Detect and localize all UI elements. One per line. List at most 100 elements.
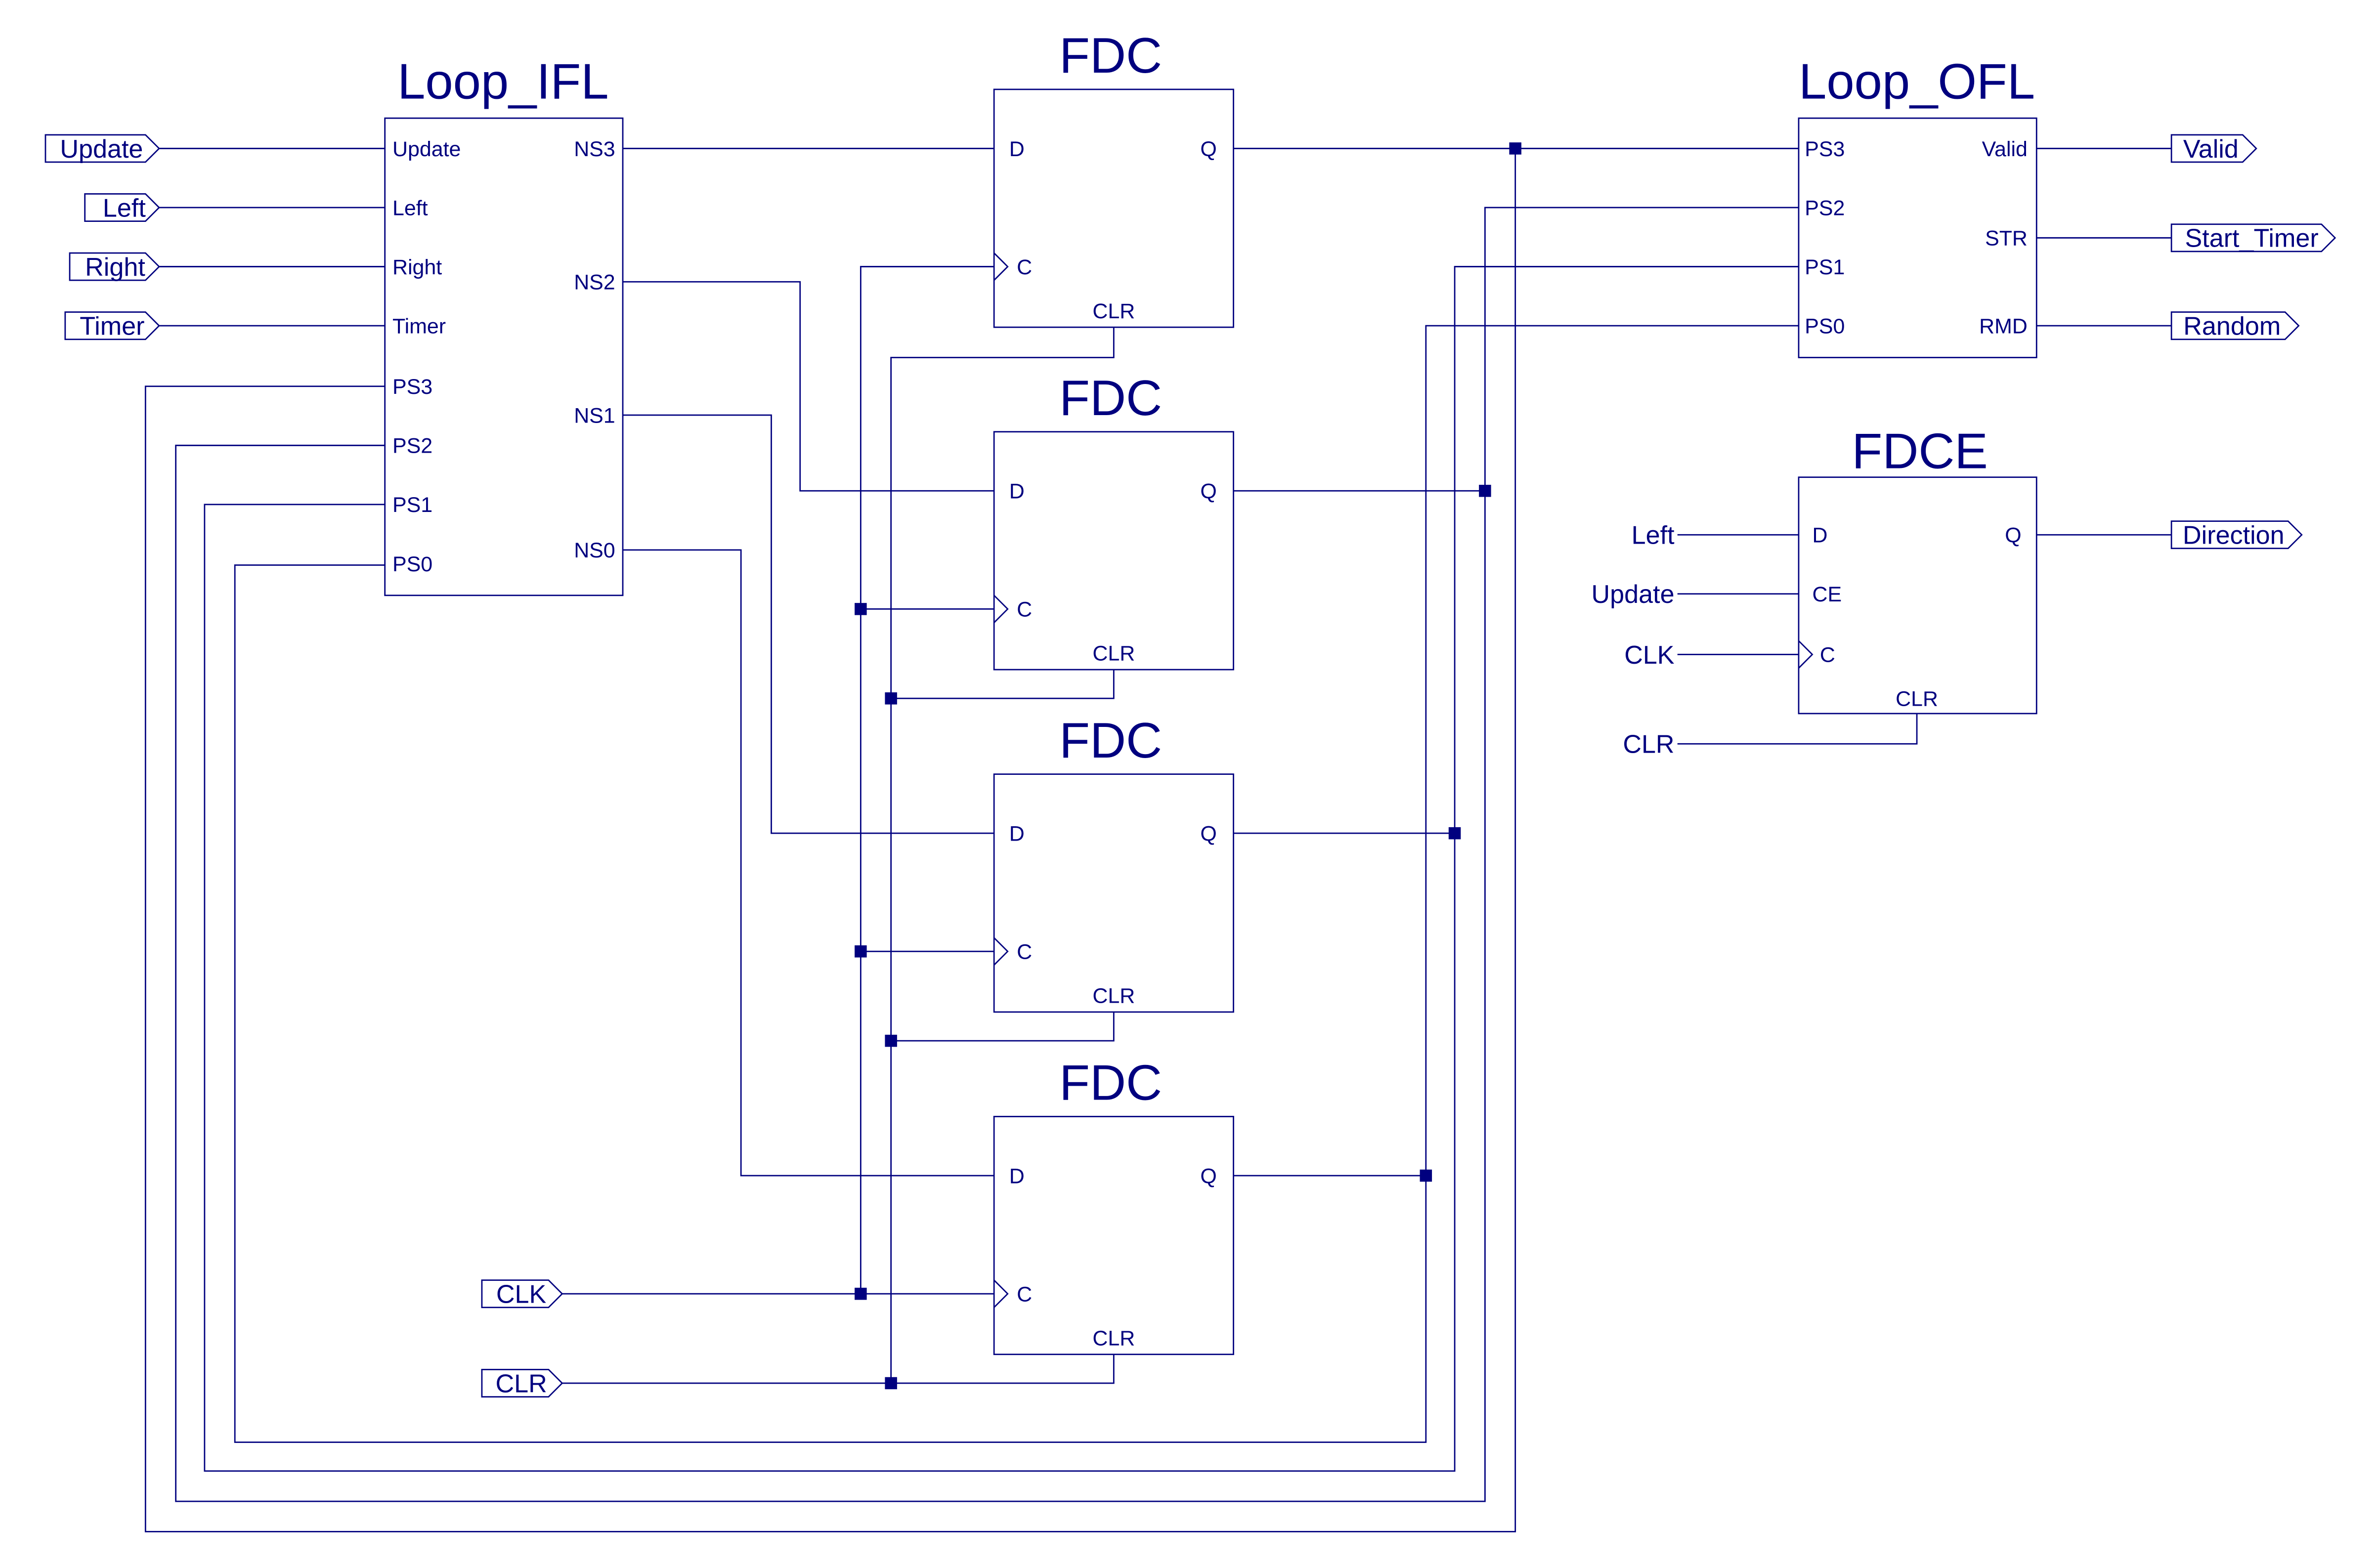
fdc-block-2[interactable]: FDC D Q C CLR [993, 370, 1234, 671]
loop-ofl-block[interactable]: Loop_OFL PS3 PS2 PS1 PS0 Valid STR RMD [1798, 53, 2037, 358]
pin-label: NS2 [574, 271, 615, 295]
pin-label: D [1009, 1164, 1025, 1188]
junction-dot [1448, 827, 1461, 840]
pin-label: C [1017, 255, 1032, 279]
pin-label: D [1813, 524, 1828, 548]
pin-label: NS0 [574, 539, 615, 562]
block-title: FDC [1059, 1055, 1162, 1111]
pin-label: CLR [1092, 984, 1135, 1008]
port-label: Valid [2183, 135, 2239, 164]
pin-label: Q [2005, 524, 2021, 548]
input-port-timer[interactable]: Timer [64, 311, 160, 341]
pin-label: PS2 [1805, 196, 1845, 220]
port-label: CLK [496, 1280, 547, 1309]
pin-label: Q [1200, 480, 1216, 504]
output-wires [2036, 148, 2172, 536]
net-label-left: Left [1632, 521, 1675, 550]
pin-label: RMD [1979, 314, 2028, 338]
clock-triangle-icon [994, 937, 1009, 966]
pin-label: NS3 [574, 137, 615, 161]
junction-dot [1420, 1169, 1432, 1182]
fdc-block-1[interactable]: FDC D Q C CLR [993, 713, 1234, 1013]
port-label: Right [85, 253, 145, 282]
output-port-valid[interactable]: Valid [2170, 134, 2257, 164]
pin-label: Update [392, 137, 461, 161]
input-wires [159, 148, 385, 327]
pin-label: PS1 [392, 493, 432, 517]
fdc-block-3[interactable]: FDC D Q C CLR [993, 28, 1234, 328]
clock-triangle-icon [994, 252, 1009, 281]
fdce-block[interactable]: FDCE D CE C Q CLR [1798, 423, 2037, 715]
port-label: Start_Timer [2185, 224, 2318, 253]
pin-label: NS1 [574, 404, 615, 427]
junction-dot [855, 603, 867, 615]
port-label: Random [2183, 312, 2281, 341]
clock-triangle-icon [1798, 640, 1814, 669]
block-title: FDC [1059, 28, 1162, 84]
pin-label: Q [1200, 822, 1216, 846]
pin-label: Timer [392, 314, 446, 338]
pin-label: Q [1200, 1164, 1216, 1188]
pin-label: Q [1200, 137, 1216, 161]
block-title: FDC [1059, 713, 1162, 768]
pin-label: C [1017, 598, 1032, 622]
junction-dot [1479, 485, 1491, 497]
pin-label: D [1009, 480, 1025, 504]
port-label: Left [103, 194, 146, 222]
pin-label: C [1017, 1282, 1032, 1306]
pin-label: CLR [1092, 299, 1135, 323]
output-port-direction[interactable]: Direction [2170, 520, 2303, 550]
pin-label: STR [1985, 227, 2028, 251]
output-port-random[interactable]: Random [2170, 311, 2300, 341]
junction-dot [1509, 142, 1521, 155]
block-title: Loop_IFL [397, 53, 608, 109]
net-label-update: Update [1592, 580, 1675, 609]
pin-label: CLR [1092, 1326, 1135, 1350]
fdce-input-nets: Left Update CLK CLR [1592, 521, 1918, 759]
port-label: Timer [80, 312, 144, 341]
clock-net [562, 266, 994, 1300]
loop-ifl-block[interactable]: Loop_IFL Update Left Right Timer PS3 PS2… [384, 53, 624, 596]
junction-dot [855, 1287, 867, 1300]
input-port-right[interactable]: Right [69, 252, 160, 282]
input-port-clr[interactable]: CLR [481, 1369, 563, 1398]
pin-label: C [1017, 940, 1032, 964]
pin-label: PS2 [392, 434, 432, 458]
junction-dot [885, 1034, 897, 1047]
pin-label: PS3 [392, 375, 432, 399]
next-state-wires [622, 148, 994, 1177]
present-state-nets [144, 142, 1799, 1532]
pin-label: PS1 [1805, 255, 1845, 279]
junction-dot [885, 692, 897, 705]
clear-net [562, 327, 1115, 1390]
pin-label: Right [392, 255, 442, 279]
pin-label: CE [1813, 583, 1842, 606]
fdc-block-0[interactable]: FDC D Q C CLR [993, 1055, 1234, 1356]
block-title: FDC [1059, 370, 1162, 426]
junction-dot [885, 1377, 897, 1390]
pin-label: Valid [1982, 137, 2028, 161]
pin-label: CLR [1896, 687, 1938, 711]
port-label: CLR [495, 1369, 547, 1398]
block-title: Loop_OFL [1799, 53, 2035, 109]
pin-label: D [1009, 137, 1025, 161]
pin-label: CLR [1092, 642, 1135, 666]
output-port-start-timer[interactable]: Start_Timer [2170, 223, 2336, 253]
pin-label: D [1009, 822, 1025, 846]
pin-label: Left [392, 196, 428, 220]
pin-label: PS0 [1805, 314, 1845, 338]
port-label: Direction [2183, 521, 2285, 550]
input-port-left[interactable]: Left [84, 193, 160, 222]
clock-triangle-icon [994, 594, 1009, 623]
pin-label: PS0 [392, 552, 432, 576]
input-port-clk[interactable]: CLK [481, 1279, 563, 1309]
block-title: FDCE [1852, 423, 1988, 479]
pin-label: C [1820, 643, 1835, 667]
pin-label: PS3 [1805, 137, 1845, 161]
port-label: Update [60, 135, 143, 164]
net-label-clk: CLK [1624, 641, 1675, 670]
junction-dot [855, 945, 867, 958]
clock-triangle-icon [994, 1279, 1009, 1308]
input-port-update[interactable]: Update [44, 134, 160, 164]
